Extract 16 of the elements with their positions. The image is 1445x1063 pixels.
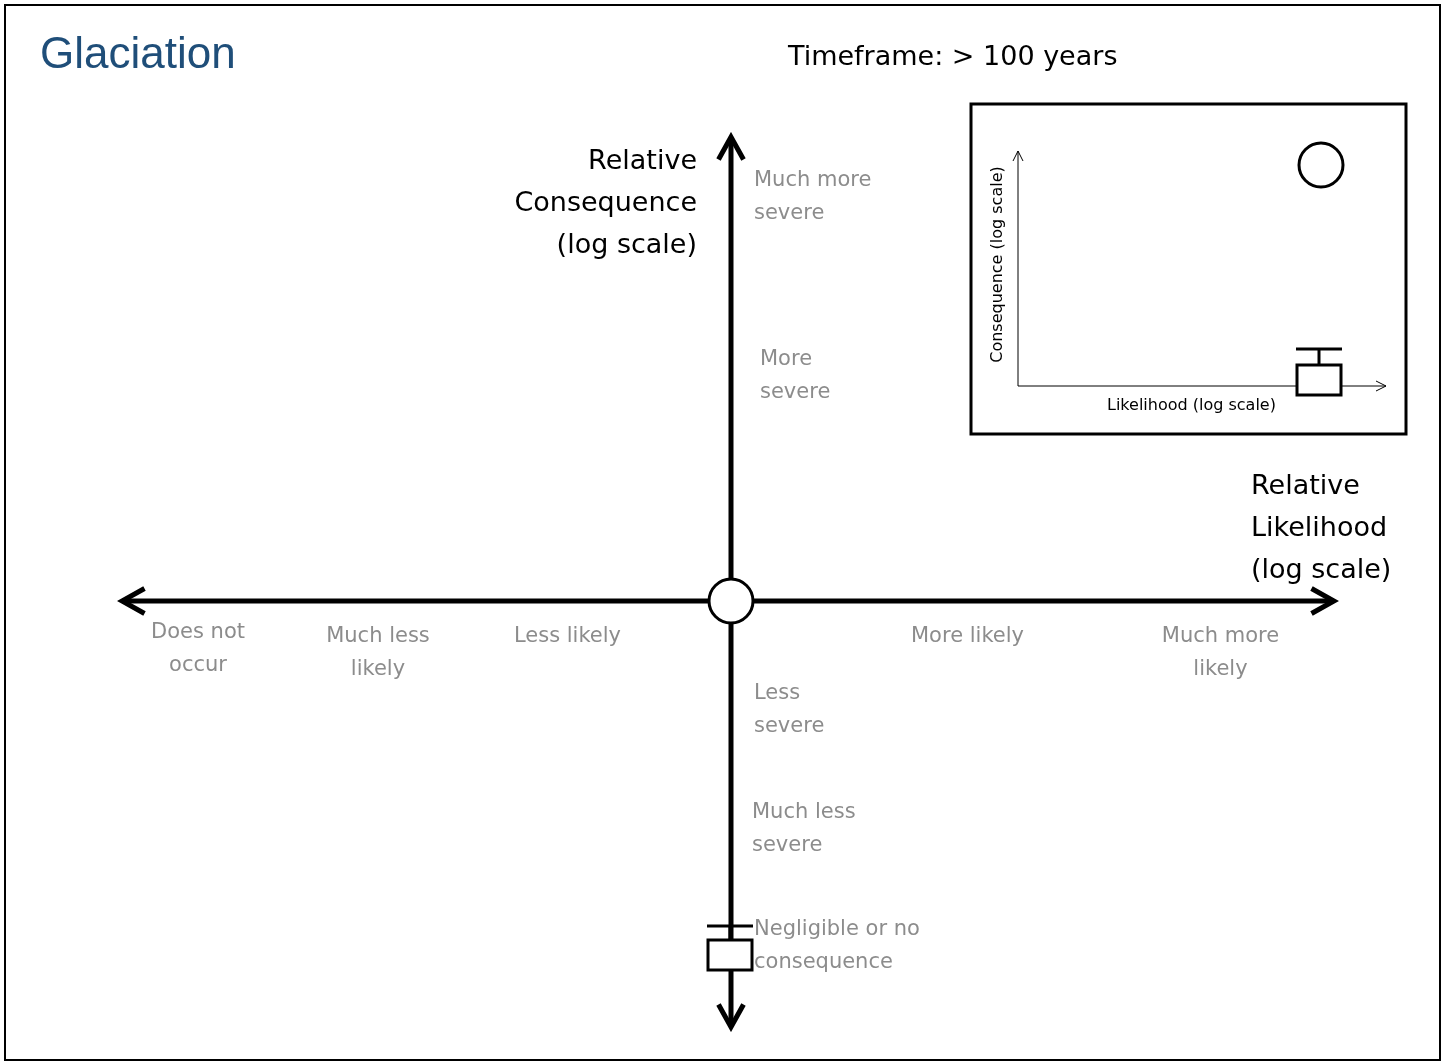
axis-title: Likelihood (log scale) [1107, 395, 1277, 414]
axis-title: Relative Likelihood (log scale) [1251, 468, 1393, 586]
tick-label: Negligible or no consequence [754, 915, 921, 975]
tick-label: Much less likely [325, 622, 431, 682]
tick-label: Much more likely [1160, 622, 1281, 682]
tick-label: Less likely [512, 622, 623, 649]
axis-title: Consequence (log scale) [986, 166, 1006, 363]
tick-label: Does not occur [150, 618, 246, 678]
axis-title: Relative Consequence (log scale) [513, 143, 697, 261]
tick-label: Much more severe [754, 166, 873, 226]
tick-label: More likely [910, 622, 1025, 649]
timeframe-note: Timeframe: > 100 years [788, 39, 1119, 73]
tick-label: Much less severe [752, 798, 857, 858]
tick-label: Less severe [754, 679, 826, 739]
tick-label: More severe [760, 345, 832, 405]
title: Glaciation [40, 28, 236, 78]
